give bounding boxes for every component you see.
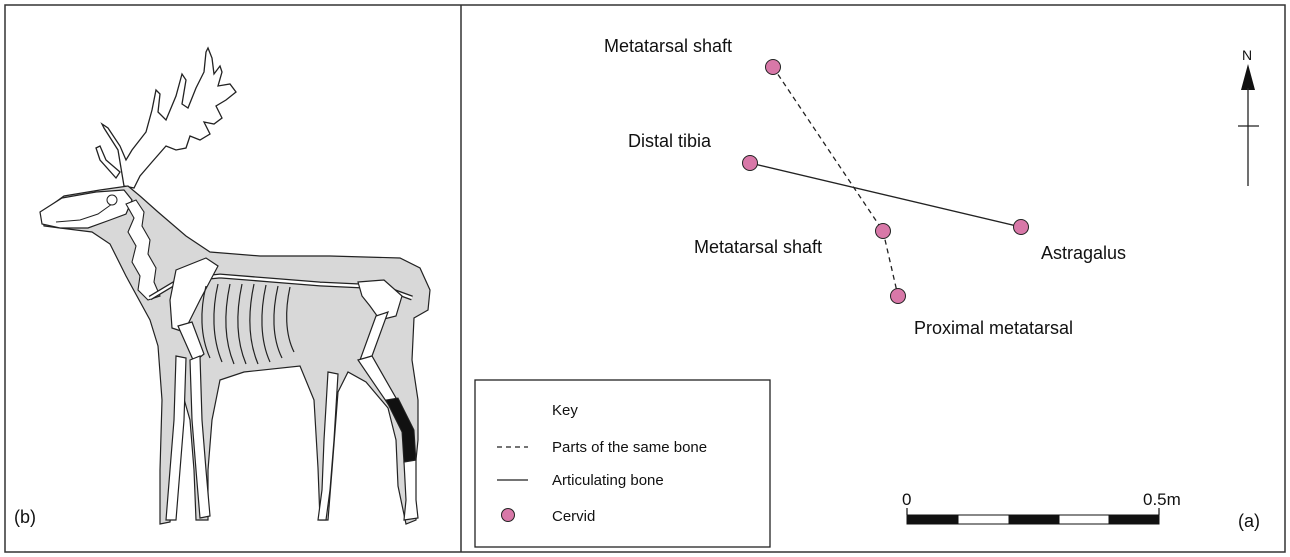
- key-item-cervid: Cervid: [552, 508, 595, 525]
- north-arrow-head-icon: [1241, 64, 1255, 90]
- scale-segment-2: [958, 515, 1009, 524]
- deer-illustration: [40, 48, 430, 524]
- label-astragalus: Astragalus: [1041, 243, 1126, 263]
- plan-connections: [750, 67, 1021, 296]
- dashed-connection-metatarsal: [773, 67, 883, 231]
- scale-end-label: 0.5m: [1143, 490, 1181, 509]
- label-proximal-metatarsal: Proximal metatarsal: [914, 318, 1073, 338]
- deer-antler: [102, 48, 236, 188]
- panel-b-label: (b): [14, 507, 36, 527]
- point-distal-tibia: [743, 156, 758, 171]
- scale-segment-5: [1109, 515, 1159, 524]
- key-cervid-dot-icon: [502, 509, 515, 522]
- deer-eye-orbit: [107, 195, 117, 205]
- scale-segment-4: [1059, 515, 1109, 524]
- deer-hind-foot: [404, 460, 418, 520]
- point-proximal-metatarsal: [891, 289, 906, 304]
- north-arrow: N: [1238, 47, 1259, 186]
- cervid-points: [743, 60, 1029, 304]
- scale-segment-1: [907, 515, 958, 524]
- key-box: [475, 380, 770, 547]
- deer-antler-brow: [96, 146, 120, 178]
- point-astragalus: [1014, 220, 1029, 235]
- key-item-same-bone: Parts of the same bone: [552, 439, 707, 456]
- label-metatarsal-shaft-lower: Metatarsal shaft: [694, 237, 822, 257]
- key-item-articulating: Articulating bone: [552, 472, 664, 489]
- key-title: Key: [552, 402, 578, 419]
- scale-start-label: 0: [902, 490, 911, 509]
- panel-a-label: (a): [1238, 511, 1260, 531]
- solid-connection-tibia-astragalus: [750, 163, 1021, 227]
- dashed-connection-proximal: [883, 231, 898, 296]
- label-metatarsal-shaft-upper: Metatarsal shaft: [604, 36, 732, 56]
- scale-bar: 0 0.5m: [902, 490, 1181, 524]
- north-label: N: [1242, 47, 1252, 63]
- key-legend: Key Parts of the same bone Articulating …: [475, 380, 770, 547]
- label-distal-tibia: Distal tibia: [628, 131, 712, 151]
- point-metatarsal-shaft-lower: [876, 224, 891, 239]
- point-metatarsal-shaft-upper: [766, 60, 781, 75]
- scale-segment-3: [1009, 515, 1059, 524]
